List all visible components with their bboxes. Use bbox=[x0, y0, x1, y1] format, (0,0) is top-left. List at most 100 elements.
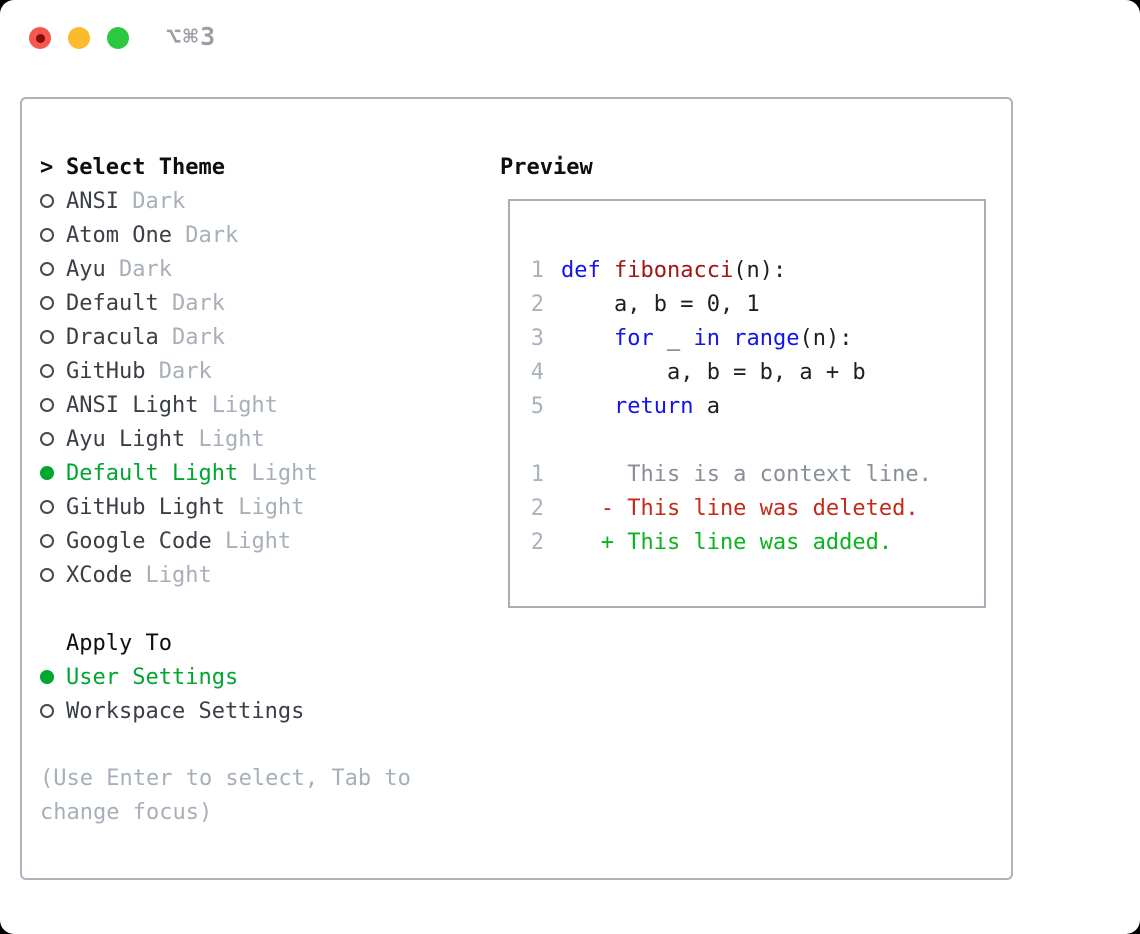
line-number: 1 bbox=[530, 461, 544, 487]
theme-variant-tag: Dark bbox=[158, 324, 225, 350]
theme-option-ayu-light[interactable]: Ayu Light Light bbox=[40, 422, 470, 456]
radio-icon bbox=[40, 330, 66, 344]
apply-option-label: Workspace Settings bbox=[66, 698, 305, 724]
line-number: 5 bbox=[530, 393, 544, 419]
theme-variant-tag: Dark bbox=[118, 188, 186, 214]
gap bbox=[40, 592, 470, 626]
apply-to-header: Apply To bbox=[40, 626, 470, 660]
line-number: 2 bbox=[530, 291, 544, 317]
radio-icon bbox=[40, 228, 66, 242]
theme-option-github[interactable]: GitHub Dark bbox=[40, 354, 470, 388]
help-text: (Use Enter to select, Tab to change focu… bbox=[40, 766, 411, 825]
theme-name: ANSI bbox=[66, 188, 119, 214]
preview-title: Preview bbox=[500, 154, 593, 180]
theme-option-ansi-light[interactable]: ANSI Light Light bbox=[40, 388, 470, 422]
radio-icon bbox=[40, 432, 66, 446]
radio-icon bbox=[40, 534, 66, 548]
theme-name: ANSI Light bbox=[66, 392, 199, 418]
theme-option-default-light[interactable]: Default Light Light bbox=[40, 456, 470, 490]
line-number: 4 bbox=[530, 359, 544, 385]
prompt-caret-icon: > bbox=[40, 154, 54, 180]
theme-variant-tag: Light bbox=[185, 426, 265, 452]
title-bar: ⌥⌘3 bbox=[0, 0, 1140, 97]
theme-name: Default Light bbox=[66, 460, 239, 486]
theme-name: GitHub bbox=[66, 358, 146, 384]
radio-icon bbox=[40, 296, 66, 310]
theme-variant-tag: Dark bbox=[158, 290, 225, 316]
theme-name: XCode bbox=[66, 562, 133, 588]
theme-option-ayu[interactable]: Ayu Dark bbox=[40, 252, 470, 286]
code-line: 4 a, b = b, a + b bbox=[530, 355, 984, 389]
select-theme-header: > Select Theme bbox=[40, 150, 470, 184]
code-line: 2 - This line was deleted. bbox=[530, 491, 984, 525]
theme-variant-tag: Light bbox=[238, 460, 318, 486]
theme-name: Atom One bbox=[66, 222, 172, 248]
theme-option-github-light[interactable]: GitHub Light Light bbox=[40, 490, 470, 524]
line-number: 2 bbox=[530, 529, 544, 555]
radio-icon bbox=[40, 500, 66, 514]
radio-icon bbox=[40, 262, 66, 276]
code-text: def fibonacci(n): bbox=[561, 257, 787, 283]
theme-option-google-code[interactable]: Google Code Light bbox=[40, 524, 470, 558]
apply-to-title: Apply To bbox=[66, 630, 172, 656]
line-number: 1 bbox=[530, 257, 544, 283]
code-line: 2 a, b = 0, 1 bbox=[530, 287, 984, 321]
theme-option-default[interactable]: Default Dark bbox=[40, 286, 470, 320]
theme-variant-tag: Light bbox=[224, 494, 305, 520]
code-line: 3 for _ in range(n): bbox=[530, 321, 984, 355]
apply-option-user-settings[interactable]: User Settings bbox=[40, 660, 470, 694]
theme-variant-tag: Dark bbox=[171, 222, 239, 248]
theme-name: Default bbox=[66, 290, 159, 316]
theme-name: Ayu Light bbox=[66, 426, 186, 452]
theme-name: Ayu bbox=[66, 256, 106, 282]
radio-icon bbox=[40, 704, 66, 718]
code-line bbox=[530, 423, 984, 457]
theme-variant-tag: Light bbox=[198, 392, 278, 418]
theme-variant-tag: Light bbox=[132, 562, 212, 588]
line-number: 2 bbox=[530, 495, 544, 521]
theme-name: Dracula bbox=[66, 324, 159, 350]
gap bbox=[40, 728, 470, 762]
radio-icon bbox=[40, 364, 66, 378]
theme-option-dracula[interactable]: Dracula Dark bbox=[40, 320, 470, 354]
radio-selected-icon bbox=[40, 670, 66, 684]
theme-option-xcode[interactable]: XCode Light bbox=[40, 558, 470, 592]
theme-name: GitHub Light bbox=[66, 494, 225, 520]
zoom-button[interactable] bbox=[107, 27, 129, 49]
code-text: + This line was added. bbox=[561, 529, 893, 555]
window-title: ⌥⌘3 bbox=[166, 22, 218, 51]
theme-variant-tag: Dark bbox=[145, 358, 212, 384]
apply-option-workspace-settings[interactable]: Workspace Settings bbox=[40, 694, 470, 728]
code-text: a, b = b, a + b bbox=[561, 359, 866, 385]
radio-icon bbox=[40, 398, 66, 412]
radio-icon bbox=[40, 568, 66, 582]
radio-icon bbox=[40, 194, 66, 208]
select-theme-title: Select Theme bbox=[66, 154, 225, 180]
code-line: 1 This is a context line. bbox=[530, 457, 984, 491]
theme-variant-tag: Dark bbox=[105, 256, 172, 282]
theme-option-ansi[interactable]: ANSI Dark bbox=[40, 184, 470, 218]
line-number: 3 bbox=[530, 325, 544, 351]
code-line: 2 + This line was added. bbox=[530, 525, 984, 559]
radio-selected-icon bbox=[40, 466, 66, 480]
minimize-button[interactable] bbox=[68, 27, 90, 49]
code-line: 1 def fibonacci(n): bbox=[530, 253, 984, 287]
code-text: for _ in range(n): bbox=[613, 325, 853, 351]
theme-variant-tag: Light bbox=[211, 528, 292, 554]
code-line: 5 return a bbox=[530, 389, 984, 423]
theme-option-atom-one[interactable]: Atom One Dark bbox=[40, 218, 470, 252]
code-text: - This line was deleted. bbox=[561, 495, 919, 521]
code-text: return a bbox=[613, 393, 720, 419]
close-button[interactable] bbox=[29, 27, 51, 49]
code-text: This is a context line. bbox=[561, 461, 932, 487]
apply-option-label: User Settings bbox=[66, 664, 239, 690]
code-text: a, b = 0, 1 bbox=[561, 291, 760, 317]
theme-name: Google Code bbox=[66, 528, 212, 554]
